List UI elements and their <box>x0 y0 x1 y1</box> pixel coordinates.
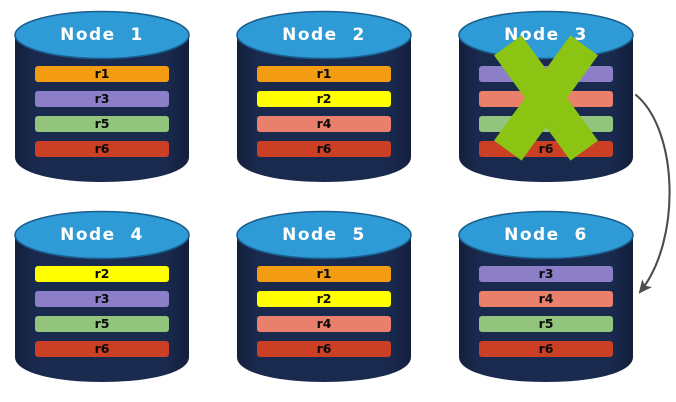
replica-stack: r3 r4 r5 r6 <box>479 66 613 157</box>
replica-bar[interactable]: r5 <box>35 116 169 132</box>
replica-bar[interactable]: r1 <box>257 266 391 282</box>
replica-stack: r1 r2 r4 r6 <box>257 266 391 357</box>
replica-bar[interactable]: r5 <box>479 316 613 332</box>
replica-bar[interactable]: r3 <box>35 91 169 107</box>
replica-bar[interactable]: r6 <box>257 341 391 357</box>
replica-stack: r1 r3 r5 r6 <box>35 66 169 157</box>
replica-stack: r1 r2 r4 r6 <box>257 66 391 157</box>
replica-bar[interactable]: r6 <box>257 141 391 157</box>
replica-bar[interactable]: r2 <box>257 291 391 307</box>
replica-bar[interactable]: r2 <box>35 266 169 282</box>
replica-stack: r2 r3 r5 r6 <box>35 266 169 357</box>
replica-bar[interactable]: r5 <box>479 116 613 132</box>
replica-bar[interactable]: r6 <box>479 341 613 357</box>
replica-bar[interactable]: r6 <box>35 141 169 157</box>
replica-bar[interactable]: r1 <box>257 66 391 82</box>
replica-bar[interactable]: r2 <box>257 91 391 107</box>
replica-bar[interactable]: r3 <box>479 66 613 82</box>
replica-bar[interactable]: r4 <box>257 316 391 332</box>
replica-bar[interactable]: r4 <box>257 116 391 132</box>
replica-bar[interactable]: r3 <box>479 266 613 282</box>
replica-bar[interactable]: r6 <box>35 341 169 357</box>
cylinder-top-ellipse <box>14 210 190 260</box>
replica-bar[interactable]: r3 <box>35 291 169 307</box>
replica-bar[interactable]: r4 <box>479 91 613 107</box>
cylinder-top-ellipse <box>236 210 412 260</box>
cylinder-top-ellipse <box>236 10 412 60</box>
replica-bar[interactable]: r5 <box>35 316 169 332</box>
cylinder-top-ellipse <box>14 10 190 60</box>
replica-bar[interactable]: r1 <box>35 66 169 82</box>
cylinder-top-ellipse <box>458 10 634 60</box>
cylinder-top-ellipse <box>458 210 634 260</box>
replica-bar[interactable]: r4 <box>479 291 613 307</box>
replica-bar[interactable]: r6 <box>479 141 613 157</box>
replica-stack: r3 r4 r5 r6 <box>479 266 613 357</box>
